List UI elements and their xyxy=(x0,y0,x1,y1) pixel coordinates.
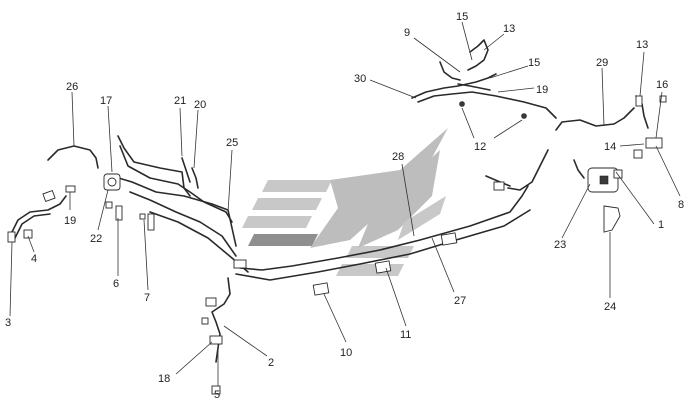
callout-leaders xyxy=(9,21,681,386)
left-upper-pipes xyxy=(111,135,237,247)
middle-brackets xyxy=(233,101,527,296)
callout-14: 14 xyxy=(604,141,616,153)
callout-25: 25 xyxy=(226,137,238,149)
callout-30: 30 xyxy=(354,73,366,85)
callout-6: 6 xyxy=(113,278,119,290)
callout-26: 26 xyxy=(66,81,78,93)
left-middle-fittings xyxy=(103,173,155,231)
upper-right-pipes xyxy=(411,39,557,191)
callout-3: 3 xyxy=(5,317,11,329)
callout-22: 22 xyxy=(90,233,102,245)
callout-23: 23 xyxy=(554,239,566,251)
lower-left-hose xyxy=(201,277,231,395)
callout-16: 16 xyxy=(656,79,668,91)
callout-17: 17 xyxy=(100,95,112,107)
callout-27: 27 xyxy=(454,295,466,307)
callout-9: 9 xyxy=(404,27,410,39)
callout-10: 10 xyxy=(340,347,352,359)
callout-19-left: 19 xyxy=(64,215,76,227)
callout-20: 20 xyxy=(194,99,206,111)
right-valve-cluster xyxy=(555,95,667,233)
callout-21: 21 xyxy=(174,95,186,107)
watermark-logo xyxy=(242,128,448,276)
callout-15-lower: 15 xyxy=(528,57,540,69)
left-hose-assembly xyxy=(7,145,99,243)
callout-8: 8 xyxy=(678,199,684,211)
callout-1: 1 xyxy=(658,219,664,231)
callout-12: 12 xyxy=(474,141,486,153)
callout-18: 18 xyxy=(158,373,170,385)
callout-29: 29 xyxy=(596,57,608,69)
callout-15-upper: 15 xyxy=(456,11,468,23)
callout-19-right: 19 xyxy=(536,84,548,96)
callout-24: 24 xyxy=(604,301,616,313)
callout-13-right: 13 xyxy=(636,39,648,51)
callout-labels: 1 2 3 4 5 6 7 8 9 10 11 12 13 13 14 15 1… xyxy=(5,11,684,401)
callout-7: 7 xyxy=(144,292,150,304)
callout-11: 11 xyxy=(400,329,411,341)
callout-4: 4 xyxy=(31,253,37,265)
callout-5: 5 xyxy=(214,389,220,401)
callout-28: 28 xyxy=(392,151,404,163)
callout-2: 2 xyxy=(268,357,274,369)
callout-13-upper: 13 xyxy=(503,23,515,35)
